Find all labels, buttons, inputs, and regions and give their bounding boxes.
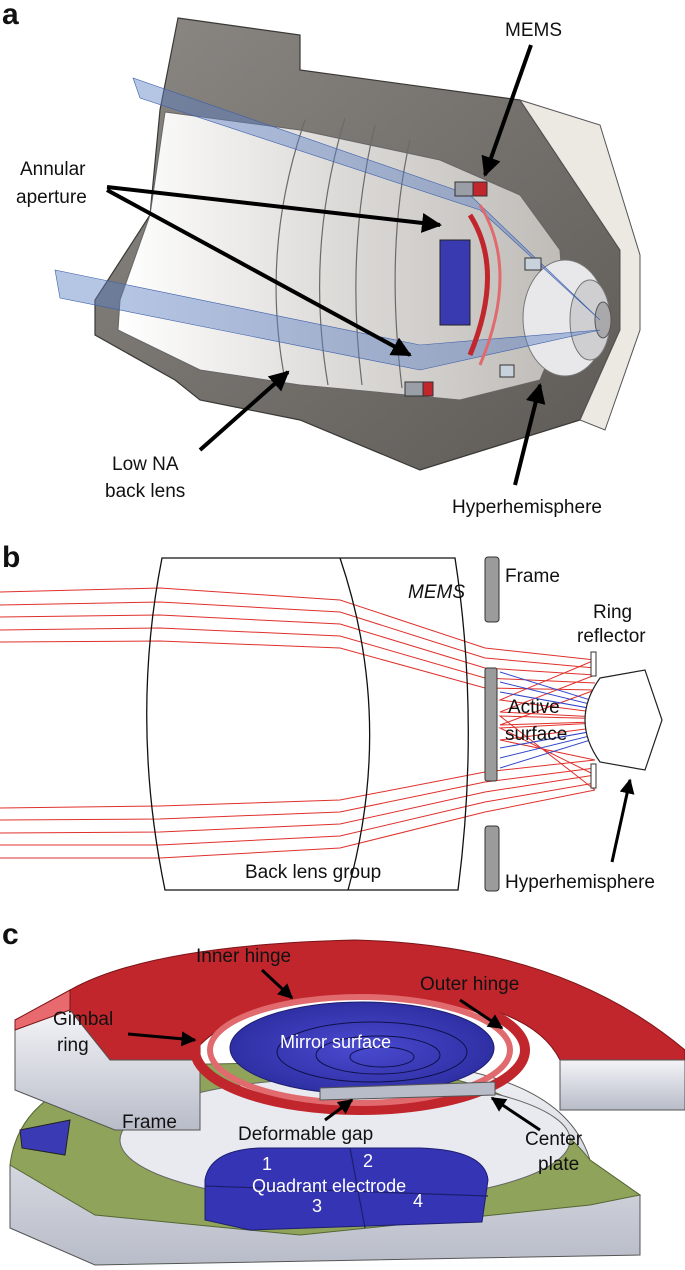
arrow-gap: [324, 1098, 354, 1122]
label-center-2: plate: [538, 1154, 579, 1175]
label-center-1: Center: [525, 1129, 583, 1150]
label-lowna-1: Low NA: [112, 454, 179, 475]
arrow-gimbal: [127, 1031, 197, 1047]
label-hyper-b: Hyperhemisphere: [505, 872, 655, 893]
label-mems-b: MEMS: [408, 582, 465, 603]
label-hyper-a: Hyperhemisphere: [452, 497, 602, 518]
label-gimbal-2: ring: [57, 1035, 89, 1056]
panel-a-letter: a: [2, 0, 19, 31]
housing-front-cap: [518, 99, 641, 431]
back-lens-outline: [146, 557, 469, 891]
panel-a: a: [2, 0, 641, 518]
arrow-outer-hinge: [459, 998, 504, 1030]
label-active-2: surface: [505, 724, 567, 745]
label-frame-b: Frame: [505, 566, 560, 587]
ring-reflector-top: [590, 651, 597, 677]
ring-reflector-bottom: [590, 763, 597, 789]
frame-bottom: [484, 825, 500, 892]
label-ring-1: Ring: [593, 602, 632, 623]
label-q1: 1: [262, 1154, 272, 1174]
panel-c: c Inner hinge Outer hinge: [2, 918, 685, 1266]
arrow-lowna: [198, 370, 290, 452]
frame-top: [484, 556, 500, 623]
label-gap: Deformable gap: [238, 1124, 373, 1145]
label-lowna-2: back lens: [105, 481, 185, 502]
electrode-contact: [19, 1119, 71, 1156]
mems-assembly: [404, 181, 542, 397]
label-ring-2: reflector: [577, 626, 646, 647]
arrow-inner-hinge: [260, 968, 294, 1000]
panel-c-letter: c: [2, 918, 19, 951]
label-gimbal-1: Gimbal: [53, 1009, 113, 1030]
label-q4: 4: [413, 1191, 423, 1211]
arrow-annular-upper: [106, 185, 442, 233]
label-annular-1: Annular: [20, 159, 86, 180]
frame-ring-wall-right: [559, 1059, 685, 1111]
frame-ring-wall: [14, 1009, 201, 1131]
hyperhemisphere-b: [584, 669, 663, 771]
arrow-mems: [481, 44, 533, 177]
rays-bottom: [0, 715, 656, 859]
label-quadrant: Quadrant electrode: [252, 1176, 406, 1196]
quadrant-electrode: [204, 1147, 489, 1231]
panel-b: b: [0, 541, 663, 893]
arrow-hyper-b: [610, 778, 635, 863]
label-annular-2: aperture: [16, 187, 87, 208]
active-surface: [484, 667, 498, 782]
gimbal-ring-inner: [207, 994, 513, 1106]
mirror-surface: [229, 1001, 495, 1095]
label-frame-c: Frame: [122, 1112, 177, 1133]
label-q3: 3: [312, 1196, 322, 1216]
arrow-center: [490, 1096, 541, 1132]
gimbal-ring-outer: [190, 985, 530, 1115]
label-inner-hinge: Inner hinge: [196, 946, 291, 967]
label-q2: 2: [363, 1151, 373, 1171]
arrow-hyper-a: [513, 383, 546, 486]
label-backlens: Back lens group: [245, 862, 381, 883]
housing-inner-cavity: [117, 111, 566, 401]
center-plate: [319, 1081, 496, 1101]
panel-b-letter: b: [2, 541, 20, 574]
arrow-annular-lower: [106, 188, 412, 357]
frame-ring-edge: [14, 989, 71, 1031]
label-mirror: Mirror surface: [280, 1032, 391, 1052]
label-outer-hinge: Outer hinge: [420, 974, 519, 995]
label-mems: MEMS: [505, 20, 562, 41]
hyperhemisphere: [522, 259, 612, 377]
label-active-1: Active: [508, 697, 560, 718]
